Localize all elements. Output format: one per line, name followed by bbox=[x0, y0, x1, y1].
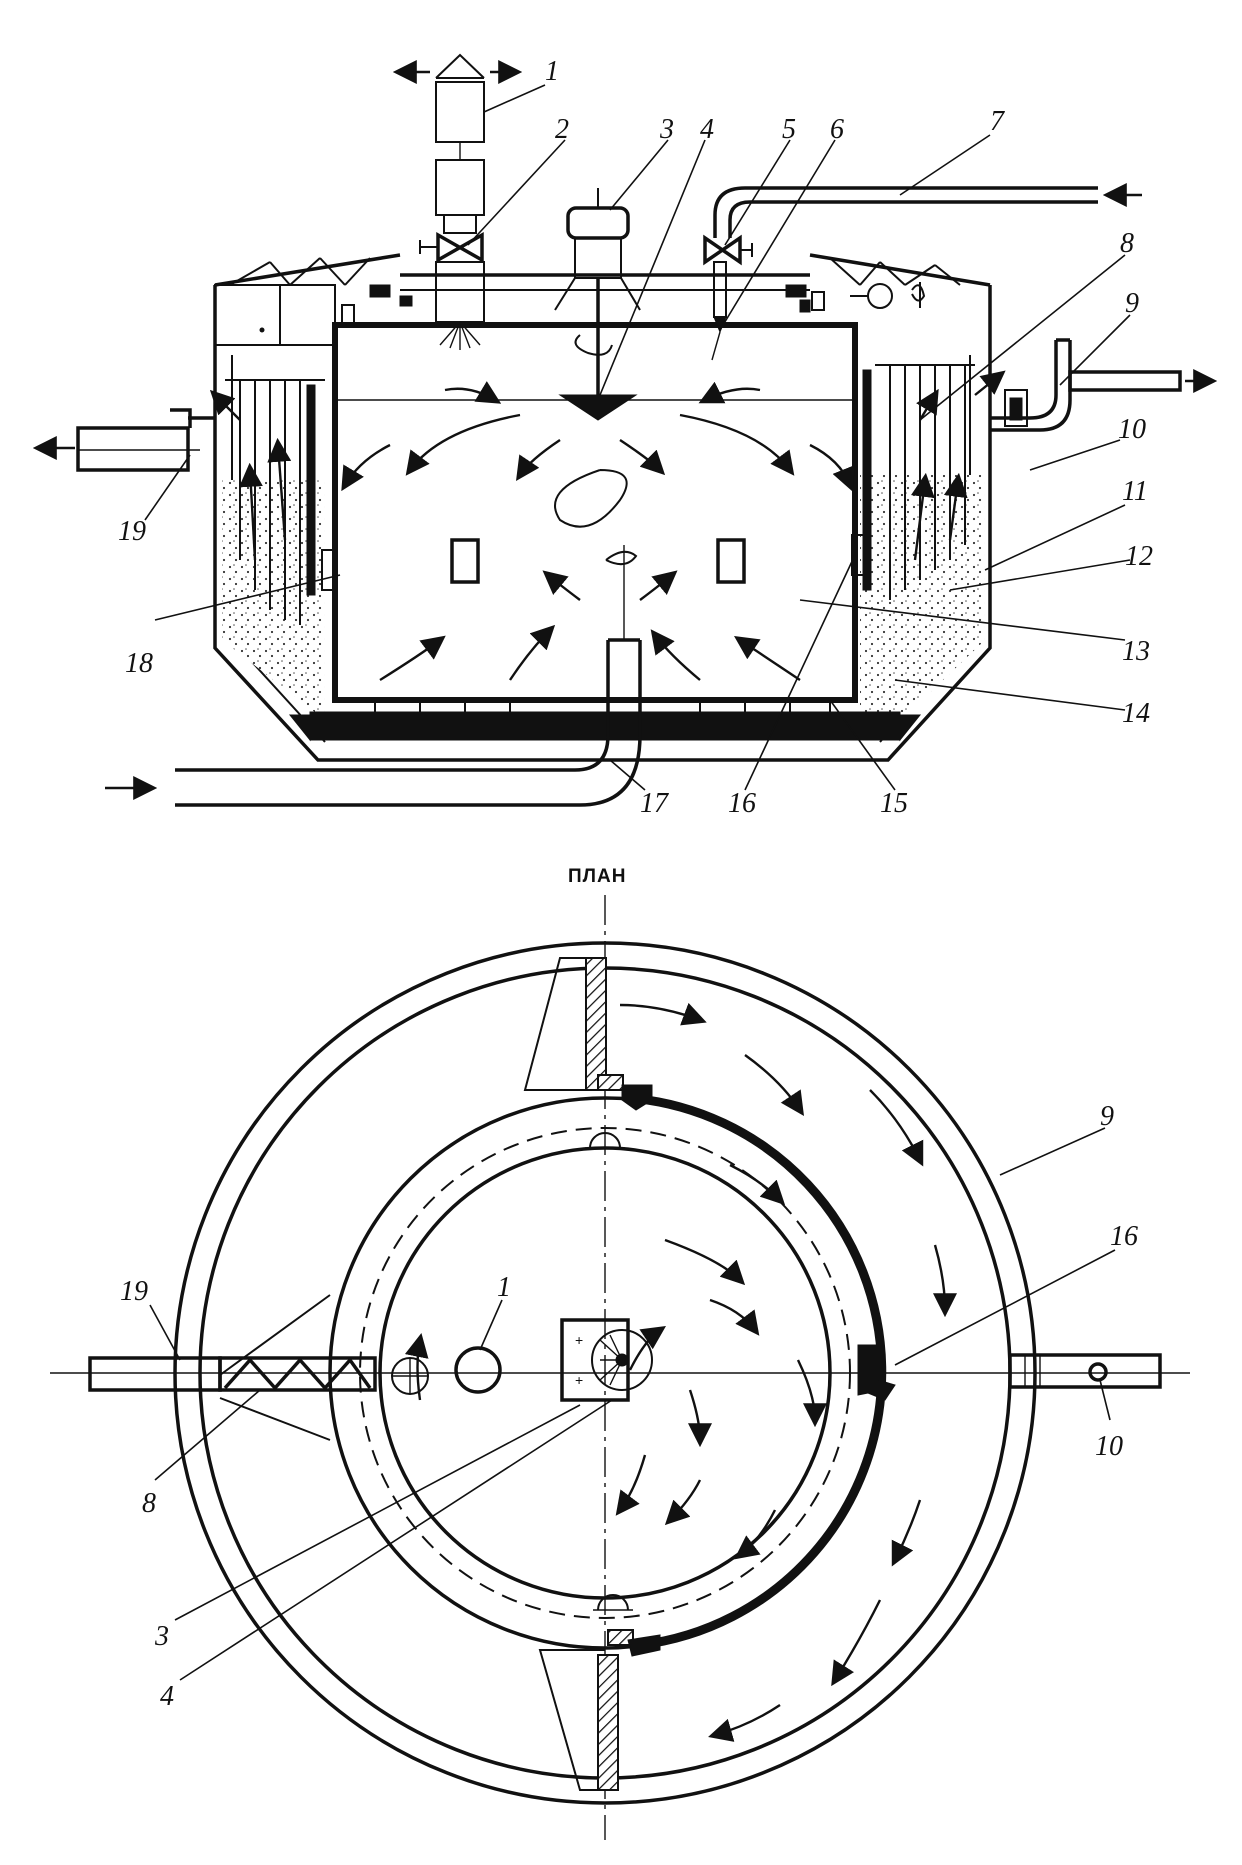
filter-sand-right bbox=[860, 475, 985, 740]
plan-screw-conveyor bbox=[218, 1356, 429, 1395]
reaction-chamber bbox=[332, 322, 858, 703]
mixer-assembly bbox=[554, 188, 641, 421]
label-5: 5 bbox=[782, 114, 796, 145]
section-view: 1 2 3 4 5 6 7 8 9 10 11 12 13 14 15 16 1… bbox=[32, 53, 1218, 819]
plan-numbers: 9 16 19 1 8 10 3 4 bbox=[120, 1101, 1138, 1712]
plan-wall-bottom bbox=[597, 1654, 619, 1791]
impeller bbox=[558, 394, 638, 421]
bottom-slab bbox=[309, 711, 901, 741]
bottom-slab-left-wedge bbox=[288, 714, 311, 742]
plan-pipe-left bbox=[88, 1356, 222, 1392]
plan-overflow-trough bbox=[629, 1093, 887, 1650]
label-8: 8 bbox=[1120, 228, 1134, 259]
plan-support-bottom bbox=[538, 1649, 605, 1791]
label-7: 7 bbox=[990, 106, 1005, 137]
vent-cap-1 bbox=[435, 81, 485, 143]
svg-text:+: + bbox=[575, 1372, 583, 1388]
svg-text:+: + bbox=[575, 1332, 583, 1348]
plan-pipe-right bbox=[1008, 1353, 1162, 1389]
label-11: 11 bbox=[1122, 476, 1148, 507]
label-6: 6 bbox=[830, 114, 844, 145]
vent-stack bbox=[392, 53, 523, 350]
filter-plates-right bbox=[851, 364, 1006, 600]
window-right bbox=[716, 538, 746, 584]
mixer-motor bbox=[566, 206, 630, 240]
plan-title: ПЛАН bbox=[568, 866, 626, 887]
plan-view: ПЛАН bbox=[50, 866, 1190, 1840]
plan-vent-circle bbox=[454, 1346, 502, 1394]
plan-mixer: + + bbox=[560, 1318, 653, 1402]
left-outlet-pipe bbox=[32, 408, 215, 472]
label-19: 19 bbox=[118, 516, 146, 547]
label-3: 3 bbox=[659, 114, 674, 145]
right-outlet-pipe bbox=[990, 338, 1218, 432]
bottom-slab-right-wedge bbox=[899, 714, 922, 742]
label-2: 2 bbox=[555, 114, 569, 145]
valve-5 bbox=[703, 234, 742, 266]
label-9: 9 bbox=[1125, 288, 1139, 319]
plan-support-top bbox=[523, 957, 586, 1091]
label-13: 13 bbox=[1122, 636, 1150, 667]
label-10: 10 bbox=[1118, 414, 1146, 445]
plan-label-10: 10 bbox=[1095, 1431, 1123, 1462]
top-truss bbox=[214, 253, 991, 291]
plan-wall-top bbox=[585, 957, 607, 1091]
plan-flow-arrows bbox=[404, 1002, 957, 1742]
label-4: 4 bbox=[700, 114, 714, 145]
label-14: 14 bbox=[1122, 698, 1150, 729]
valve-2 bbox=[436, 231, 484, 264]
plan-dashed-ring bbox=[359, 1127, 851, 1619]
top-equipment bbox=[341, 282, 926, 324]
plan-label-16: 16 bbox=[1110, 1221, 1138, 1252]
label-1: 1 bbox=[545, 56, 559, 87]
plan-outer-ring bbox=[173, 941, 1037, 1805]
plan-label-9: 9 bbox=[1100, 1101, 1114, 1132]
chamber-flow-arrows bbox=[341, 381, 855, 682]
plan-wall-top-small bbox=[597, 1074, 624, 1091]
section-numbers: 1 2 3 4 5 6 7 8 9 10 11 12 13 14 15 16 1… bbox=[118, 56, 1153, 819]
label-18: 18 bbox=[125, 648, 153, 679]
label-12: 12 bbox=[1125, 541, 1153, 572]
plan-leaders bbox=[149, 1127, 1116, 1681]
inlet-pipe bbox=[105, 545, 642, 807]
bottom-nozzles bbox=[345, 699, 845, 714]
plan-wall-bottom-small bbox=[607, 1629, 634, 1646]
plan-label-8: 8 bbox=[142, 1488, 156, 1519]
plan-label-4: 4 bbox=[160, 1681, 174, 1712]
plan-label-3: 3 bbox=[154, 1621, 169, 1652]
section-leaders bbox=[144, 84, 1131, 791]
left-upper-compartment bbox=[214, 284, 336, 346]
plan-support-left bbox=[219, 1294, 331, 1441]
chamber-swirl bbox=[554, 469, 628, 528]
label-16: 16 bbox=[728, 788, 756, 819]
label-15: 15 bbox=[880, 788, 908, 819]
plan-label-1: 1 bbox=[497, 1272, 511, 1303]
label-17: 17 bbox=[640, 788, 669, 819]
plan-item-16 bbox=[857, 1344, 896, 1401]
plan-label-19: 19 bbox=[120, 1276, 148, 1307]
window-left bbox=[450, 538, 480, 584]
